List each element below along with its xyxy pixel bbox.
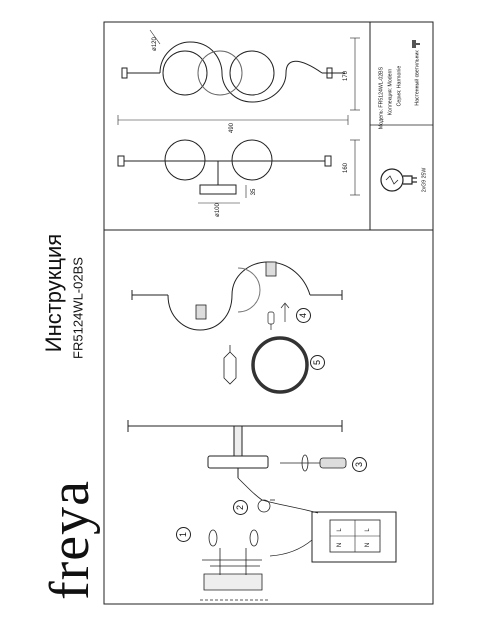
wire-connector xyxy=(237,477,319,514)
socket-bracket xyxy=(195,261,277,320)
spec-type-label: Настенный светильник xyxy=(414,50,421,106)
side-view-drawing xyxy=(117,139,360,204)
wall-mount-icon xyxy=(412,40,420,48)
dim-globe-diameter: ø120 xyxy=(152,37,158,51)
dim-mount-height: 35 xyxy=(251,188,257,196)
dim-mount-diameter: ø100 xyxy=(215,203,221,217)
ring-shade-drawing xyxy=(223,336,309,394)
step-marker-1: 1 xyxy=(176,527,191,542)
step-marker-3: 3 xyxy=(352,457,367,472)
dim-width: 490 xyxy=(229,122,235,134)
mount-disc xyxy=(197,50,243,96)
doc-title: Инструкция xyxy=(41,233,66,353)
step-marker-5: 5 xyxy=(310,355,325,370)
terminal-label-l1: L xyxy=(337,528,343,532)
dim-side-height: 160 xyxy=(343,162,349,174)
spec-series-label: Серия: Harmonie xyxy=(396,65,403,107)
globe-shade xyxy=(229,50,275,96)
dim-height-top: 170 xyxy=(343,70,349,82)
mounting-rail xyxy=(127,420,343,478)
rotate-arrow-icon xyxy=(223,351,237,385)
wave-arm xyxy=(159,41,323,103)
globe-shade xyxy=(162,50,208,96)
terminal-label-n1: N xyxy=(337,542,343,548)
front-view-drawing xyxy=(121,29,360,111)
bulb-icon xyxy=(380,168,417,192)
brand-logo: freya xyxy=(39,479,101,601)
end-bar xyxy=(326,67,333,79)
step-marker-2: 2 xyxy=(233,500,248,515)
page-frame xyxy=(103,21,434,605)
spec-model-label: Модель: FR5124WL-02BS xyxy=(378,66,385,130)
g9-bulb-icon xyxy=(267,302,290,330)
assembly-wave-arm xyxy=(131,261,343,331)
wall-anchors-drawing xyxy=(200,529,268,601)
wall-plate xyxy=(199,184,237,195)
spec-collection-label: Коллекция: Modern xyxy=(387,68,394,116)
screwdriver-icon xyxy=(280,454,347,472)
terminal-label-n2: N xyxy=(365,542,371,548)
end-bar xyxy=(121,67,128,79)
step-marker-4: 4 xyxy=(296,308,311,323)
wave-arm-detail xyxy=(167,261,311,331)
width-dimension-line xyxy=(117,115,349,125)
bulb-spec: 2xG9 25W xyxy=(421,167,428,193)
terminal-label-l2: L xyxy=(365,528,371,532)
terminal-block xyxy=(269,511,397,563)
model-number: FR5124WL-02BS xyxy=(70,257,86,359)
